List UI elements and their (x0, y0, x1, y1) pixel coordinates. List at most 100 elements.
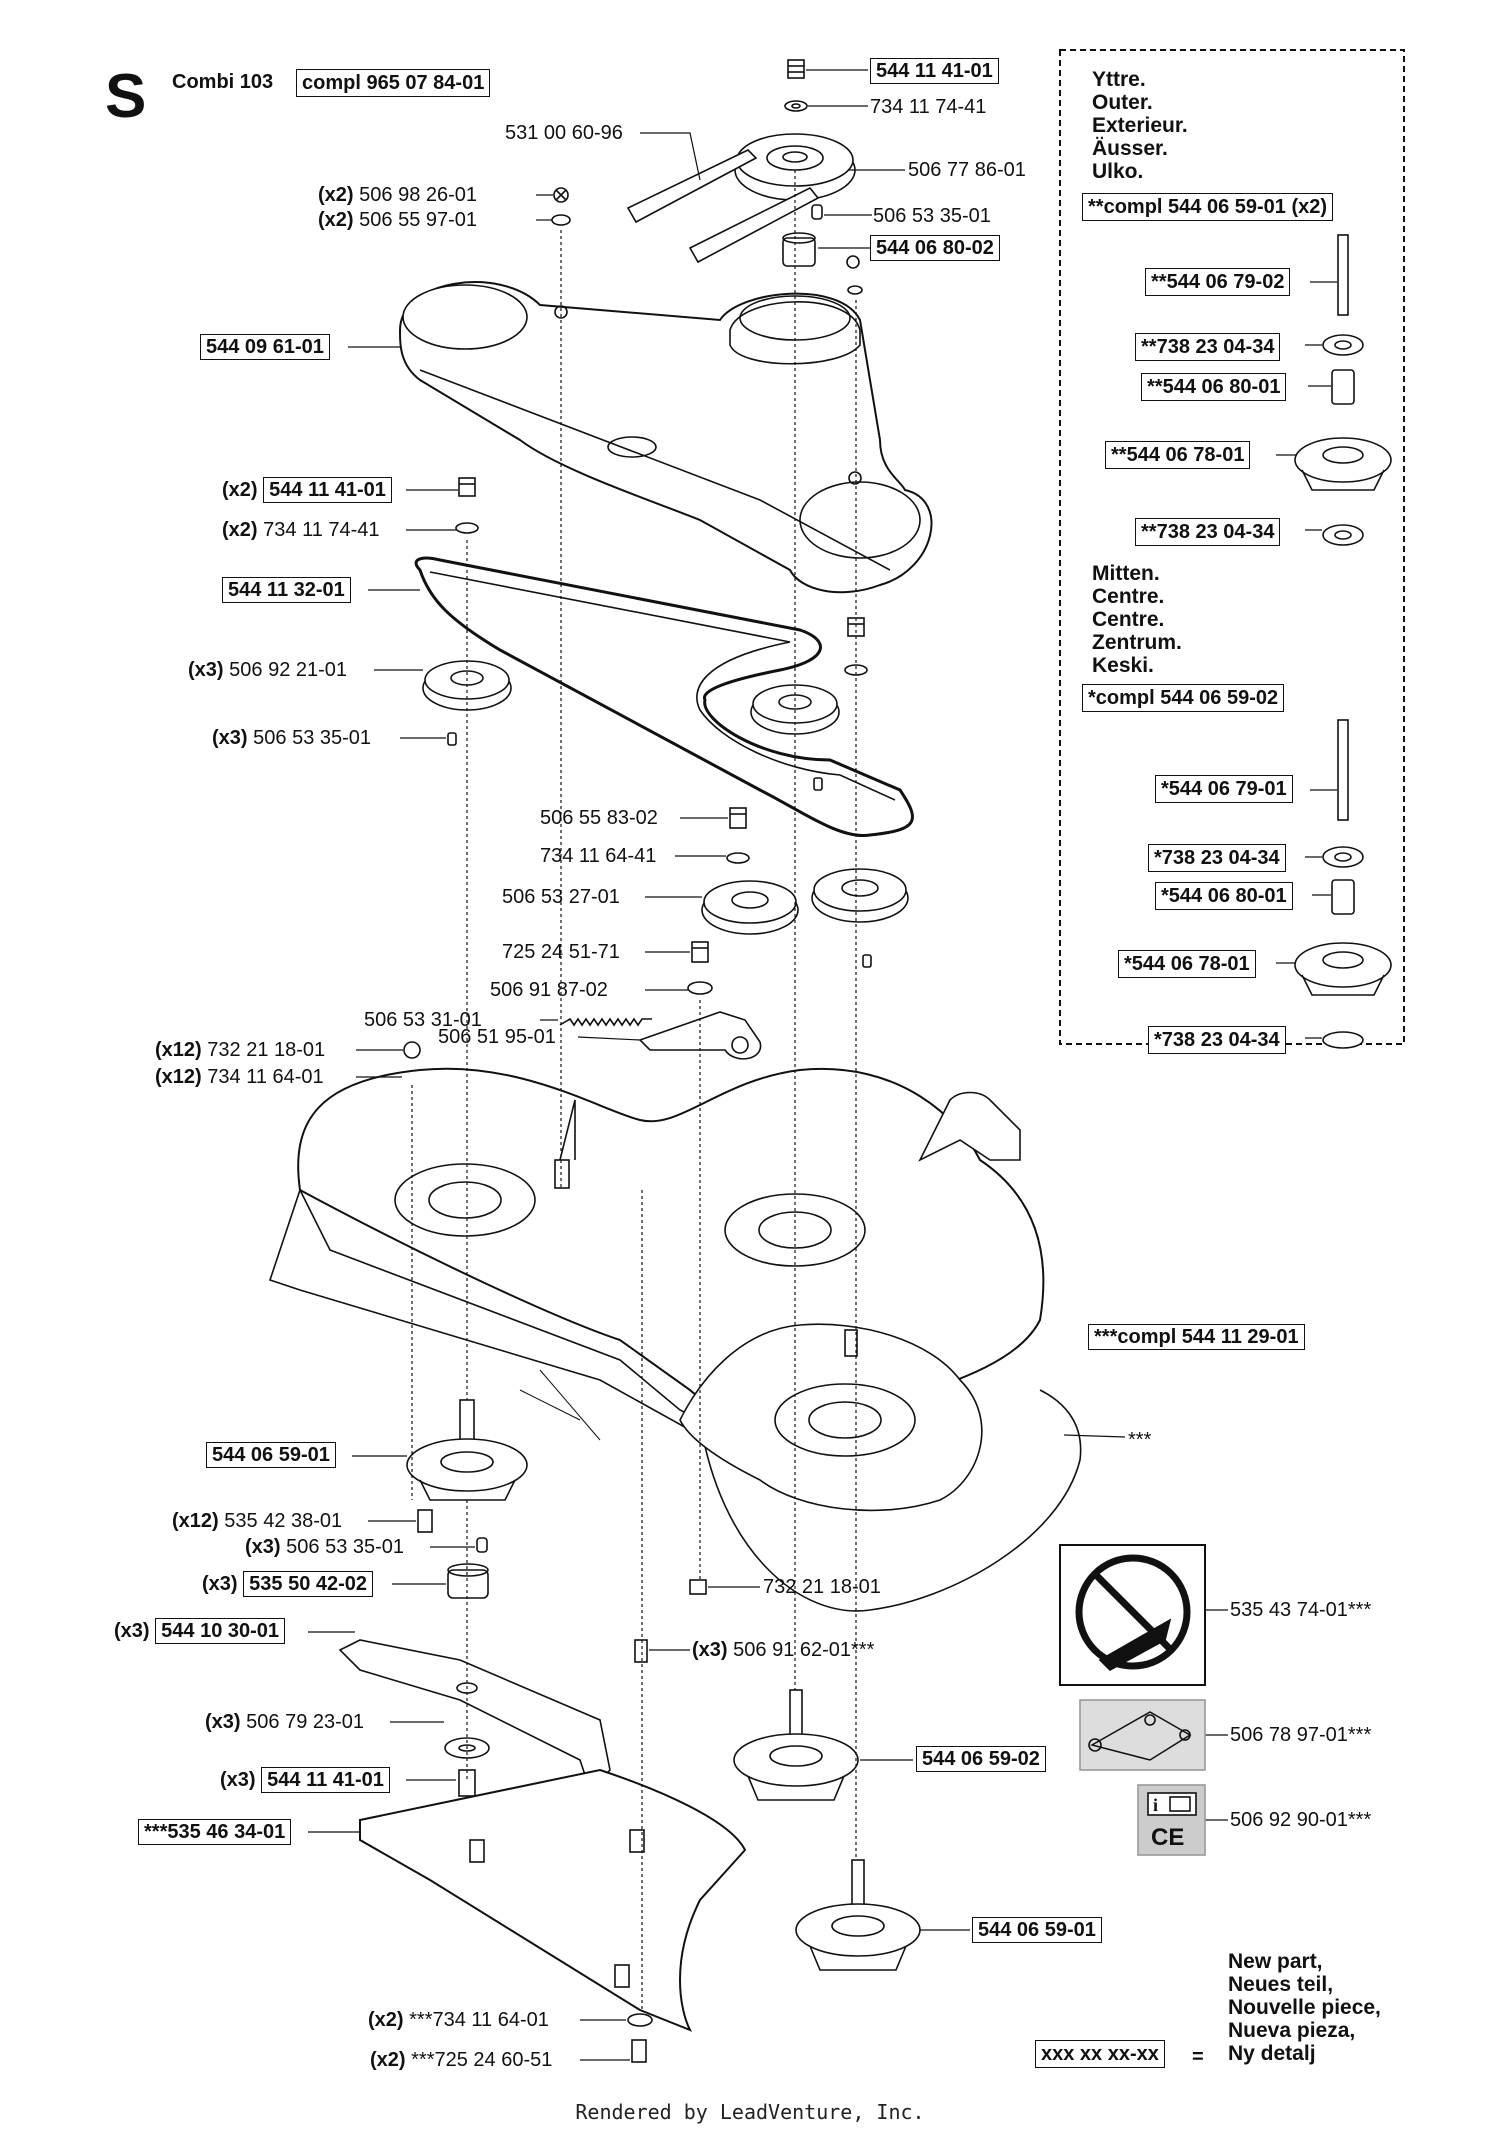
part-quantity: (x2) (222, 519, 258, 541)
part-label: 506 78 97-01*** (1230, 1723, 1371, 1747)
part-number: 506 91 87-02 (490, 979, 608, 1001)
part-label: 734 11 74-41 (870, 95, 986, 119)
tension-spring (559, 1017, 652, 1027)
part-number: 506 51 95-01 (438, 1026, 556, 1048)
part-number: 506 55 97-01 (359, 209, 478, 231)
part-quantity: (x2) (318, 184, 354, 206)
part-label: 506 53 31-01 (364, 1008, 482, 1032)
inset-outer-title: Yttre. Outer. Exterieur. Äusser. Ulko. (1092, 68, 1188, 183)
part-quantity: (x2) (368, 2009, 404, 2031)
inset-outer-part: **738 23 04-34 (1135, 333, 1281, 361)
part-quantity: (x3) (212, 727, 248, 749)
part-label: 544 06 59-01 (206, 1442, 336, 1468)
part-label: (x12) 732 21 18-01 (155, 1038, 325, 1062)
part-number: 544 11 41-01 (261, 1767, 390, 1793)
inset-centre-part: *738 23 04-34 (1148, 844, 1286, 872)
part-number: 544 06 59-02 (916, 1746, 1046, 1772)
part-number: 732 21 18-01 (763, 1576, 881, 1598)
part-number: 544 10 30-01 (155, 1618, 286, 1644)
part-number: 535 50 42-02 (243, 1571, 374, 1597)
legend-line: Neues teil, (1228, 1973, 1334, 1996)
inset-outer-title-line: Yttre. (1092, 68, 1146, 91)
part-label: 734 11 64-41 (540, 844, 656, 868)
part-label: 506 55 83-02 (540, 806, 658, 830)
spindle-right (795, 1859, 921, 1971)
part-quantity: (x12) (155, 1039, 202, 1061)
part-label: (x12) 535 42 38-01 (172, 1509, 342, 1533)
part-label: (x3) 506 79 23-01 (205, 1710, 364, 1734)
inset-centre-part: *738 23 04-34 (1148, 1026, 1286, 1054)
part-label: 531 00 60-96 (505, 121, 623, 145)
belt-cover (398, 281, 933, 594)
part-number: 506 98 26-01 (359, 184, 478, 206)
part-number: ***734 11 64-01 (409, 2009, 549, 2031)
part-number: 506 91 62-01*** (733, 1639, 875, 1661)
part-label: (x3) 506 91 62-01*** (692, 1638, 874, 1662)
part-label: 544 11 41-01 (870, 58, 999, 84)
warning-decal (1059, 1544, 1206, 1686)
part-label: (x3) 544 11 41-01 (220, 1767, 390, 1793)
inset-centre-title-line: Zentrum. (1092, 631, 1182, 654)
part-label: 506 91 87-02 (490, 978, 608, 1002)
part-quantity: (x12) (172, 1510, 219, 1532)
inset-centre-title-line: Centre. (1092, 608, 1165, 631)
part-quantity: (x2) (318, 209, 354, 231)
inset-centre-part: *544 06 80-01 (1155, 882, 1293, 910)
part-quantity: (x3) (202, 1573, 238, 1595)
belt-routing-decal (1079, 1699, 1206, 1771)
inset-outer-part: **738 23 04-34 (1135, 518, 1281, 546)
inset-centre-title-line: Keski. (1092, 654, 1154, 677)
skid-plate (359, 1768, 747, 2032)
part-quantity: (x3) (245, 1536, 281, 1558)
part-number: 544 06 59-01 (206, 1442, 336, 1468)
part-label: 544 09 61-01 (200, 334, 330, 360)
tension-pulley (701, 880, 799, 935)
legend-equals: = (1192, 2046, 1204, 2068)
part-label: (x2) 734 11 74-41 (222, 518, 380, 542)
part-number: 506 53 35-01 (286, 1536, 405, 1558)
inset-centre-title-line: Mitten. (1092, 562, 1160, 585)
part-label: 544 06 59-01 (972, 1917, 1102, 1943)
inset-centre-title-line: Centre. (1092, 585, 1165, 608)
part-label: (x2) 544 11 41-01 (222, 477, 392, 503)
part-number: *** (1128, 1429, 1152, 1451)
part-number: 535 42 38-01 (224, 1510, 343, 1532)
part-label: (x3) 506 92 21-01 (188, 658, 347, 682)
v-belt (414, 556, 914, 838)
inset-outer-title-line: Äusser. (1092, 137, 1168, 160)
part-quantity: (x2) (370, 2049, 406, 2071)
model-name: Combi 103 (172, 71, 274, 93)
ce-mark: CE (1151, 1824, 1184, 1851)
part-number: 544 11 41-01 (263, 477, 392, 503)
part-quantity: (x3) (692, 1639, 728, 1661)
part-number: 506 78 97-01*** (1230, 1724, 1372, 1746)
inset-centre-part: *544 06 79-01 (1155, 775, 1293, 803)
part-label: 544 06 59-02 (916, 1746, 1046, 1772)
inset-centre-title: Mitten. Centre. Centre. Zentrum. Keski. (1092, 562, 1182, 677)
part-label: (x3) 535 50 42-02 (202, 1571, 374, 1597)
part-quantity: (x3) (114, 1620, 150, 1642)
part-number: 506 79 23-01 (246, 1711, 365, 1733)
legend-line: Nouvelle piece, (1228, 1996, 1381, 2019)
part-label: (x3) 506 53 35-01 (212, 726, 371, 750)
part-number: 531 00 60-96 (505, 122, 623, 144)
part-number: ***535 46 34-01 (138, 1819, 292, 1845)
part-number: 734 11 74-41 (263, 519, 380, 541)
part-label: *** (1128, 1428, 1151, 1452)
part-number: 544 09 61-01 (200, 334, 330, 360)
idler-pulley-left (422, 660, 512, 711)
legend-line: Ny detalj (1228, 2042, 1316, 2065)
part-label: 506 53 27-01 (502, 885, 620, 909)
inset-centre-compl: *compl 544 06 59-02 (1082, 684, 1285, 712)
part-number: 506 77 86-01 (908, 159, 1026, 181)
idler-pulley-right (811, 868, 909, 923)
part-label: 732 21 18-01 (763, 1575, 881, 1599)
info-mark: i (1153, 1795, 1158, 1815)
legend-line: New part, (1228, 1950, 1323, 1973)
part-label: 725 24 51-71 (502, 940, 620, 964)
legend-line: Nueva pieza, (1228, 2019, 1356, 2042)
inset-centre-part: *544 06 78-01 (1118, 950, 1256, 978)
part-label: 544 06 80-02 (870, 235, 1000, 261)
